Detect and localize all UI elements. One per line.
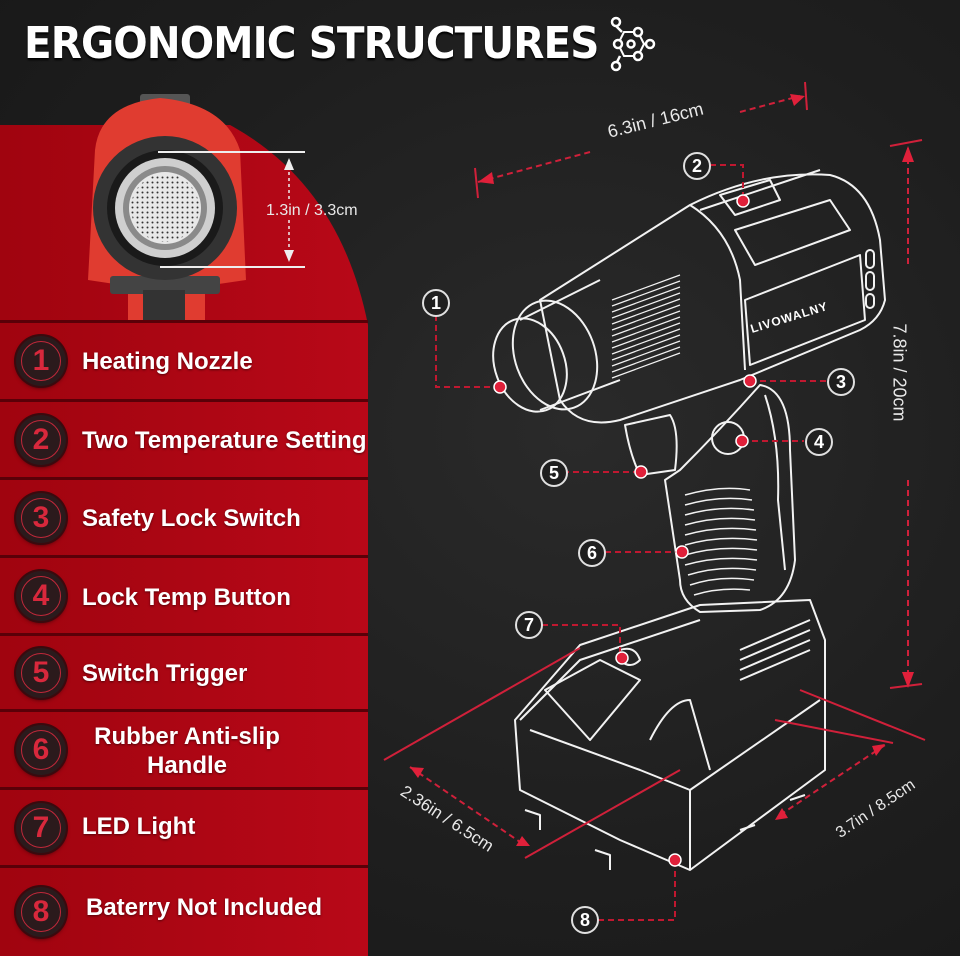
nozzle-front-view (88, 94, 305, 322)
dimension-arrowheads (410, 94, 914, 846)
feature-row-3: 3 Safety Lock Switch (0, 480, 368, 558)
feature-row-4: 4 Lock Temp Button (0, 558, 368, 636)
feature-label: Switch Trigger (82, 660, 248, 687)
grip-ridges (684, 487, 758, 596)
callout-4: 4 (805, 428, 833, 456)
feature-row-7: 7 LED Light (0, 790, 368, 868)
feature-label: LED Light (82, 813, 196, 840)
height-dimension: 7.8in / 20cm (889, 323, 910, 422)
feature-label: Lock Temp Button (82, 584, 291, 611)
feature-label: Rubber Anti-slip Handle (82, 722, 292, 780)
callout-3: 3 (827, 368, 855, 396)
number-badge: 1 (16, 336, 66, 386)
dimension-lines (409, 95, 909, 843)
feature-label-line1: Rubber Anti-slip (94, 723, 280, 750)
feature-label-line2: Handle (146, 752, 227, 779)
number-badge: 6 (16, 724, 66, 775)
feature-row-6: 6 Rubber Anti-slip Handle (0, 712, 368, 790)
feature-row-5: 5 Switch Trigger (0, 636, 368, 712)
callout-8: 8 (571, 906, 599, 934)
trigger-outline (624, 414, 678, 476)
feature-label: Heating Nozzle (82, 348, 253, 375)
feature-label: Baterry Not Included (86, 894, 323, 921)
callout-leaders (435, 164, 826, 921)
number-badge: 7 (16, 802, 66, 853)
dimension-ticks (383, 81, 926, 859)
feature-label: Safety Lock Switch (82, 505, 301, 532)
feature-panel (0, 125, 368, 956)
feature-row-2: 2 Two Temperature Setting (0, 402, 368, 480)
callout-1: 1 (422, 289, 450, 317)
battery-outline (514, 599, 826, 871)
callout-points (493, 194, 757, 867)
number-badge: 3 (16, 492, 66, 543)
nozzle-dimension: 1.3in / 3.3cm (266, 202, 358, 219)
feature-label: Two Temperature Setting (82, 427, 367, 454)
number-badge: 2 (16, 414, 66, 465)
page-title: ERGONOMIC STRUCTURES (24, 18, 599, 69)
brand-text: LIVOWALNY (749, 299, 830, 336)
callout-7: 7 (515, 611, 543, 639)
number-badge: 8 (16, 887, 66, 937)
callout-2: 2 (683, 152, 711, 180)
molecule-network-icon (610, 16, 656, 72)
feature-row-8: 8 Baterry Not Included (0, 868, 368, 956)
barrel-outline (539, 173, 886, 424)
callout-6: 6 (578, 539, 606, 567)
brand-plate (744, 254, 866, 366)
vent-fins (611, 274, 681, 379)
number-badge: 4 (16, 570, 66, 621)
red-panel-shape (0, 125, 368, 956)
number-badge: 5 (16, 647, 66, 698)
callout-5: 5 (540, 459, 568, 487)
feature-row-1: 1 Heating Nozzle (0, 320, 368, 402)
